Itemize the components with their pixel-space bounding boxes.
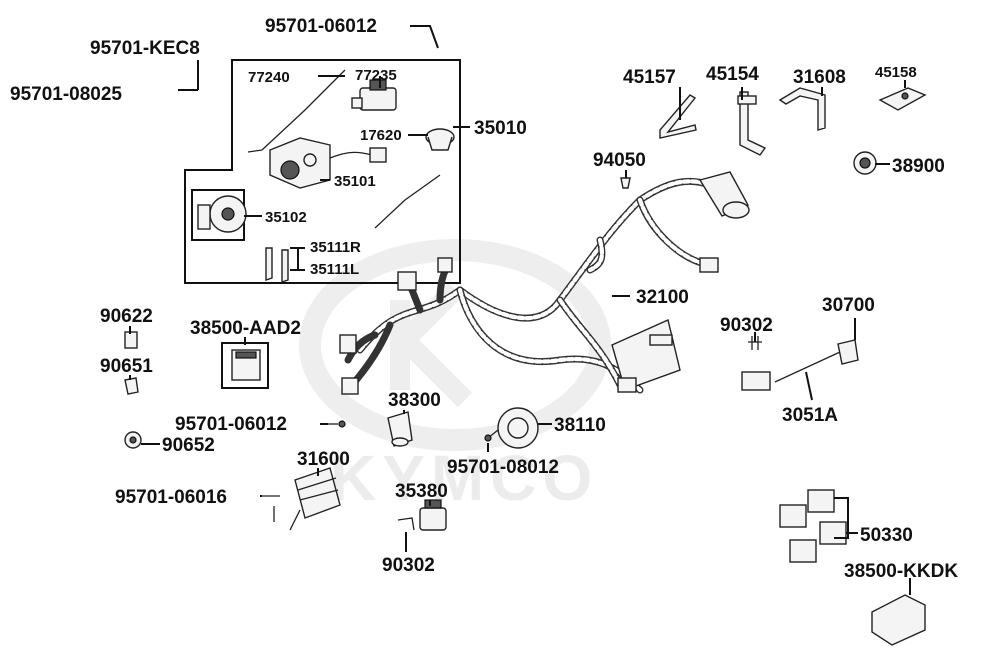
label-35010: 35010 [474, 118, 527, 139]
label-45158: 45158 [875, 64, 917, 81]
cap-17620 [425, 128, 455, 151]
label-38300: 38300 [388, 390, 441, 411]
label-35111r: 35111R [310, 239, 361, 256]
label-35101: 35101 [334, 173, 376, 190]
harness-connectors [339, 171, 750, 395]
label-95701-08012: 95701-08012 [447, 457, 559, 478]
watermark-text: KYMCO [330, 442, 598, 514]
bracket-45154 [737, 91, 767, 156]
bracket-45157 [659, 94, 697, 139]
cable-long [374, 174, 441, 229]
socket-38900 [853, 151, 877, 175]
label-35111l: 35111L [310, 261, 359, 278]
clip-90302-bottom [397, 517, 415, 531]
label-95701-08025: 95701-08025 [10, 84, 122, 105]
label-90302-right: 90302 [720, 315, 773, 336]
label-31608: 31608 [793, 67, 846, 88]
ecu-38500-kkdk [871, 594, 926, 646]
fuse-boxes-50330 [779, 489, 847, 563]
clip-90622 [124, 331, 138, 349]
label-38500-kkdk: 38500-KKDK [844, 561, 958, 582]
clip-45158 [878, 87, 927, 111]
label-77235: 77235 [355, 67, 397, 84]
horn-38110 [487, 407, 539, 449]
label-50330: 50330 [860, 525, 913, 546]
kymco-watermark: KYMCO [299, 239, 611, 514]
leader-lines [129, 25, 911, 595]
flasher-38300 [387, 411, 413, 447]
regulator-31600 [289, 467, 341, 531]
label-95701-kec8: 95701-KEC8 [90, 38, 200, 59]
main-switch-35101 [269, 137, 387, 189]
ignition-switch-group-frame [184, 59, 461, 284]
clip-90651 [124, 377, 139, 395]
bracket-31608 [778, 87, 826, 131]
cable-3051a [741, 339, 859, 391]
label-30700: 30700 [822, 295, 875, 316]
label-3051a: 3051A [782, 405, 838, 426]
label-35102: 35102 [265, 209, 307, 226]
label-38900: 38900 [892, 156, 945, 177]
relay-38500-aad2 [221, 342, 269, 389]
label-94050: 94050 [593, 150, 646, 171]
label-95701-06012-top: 95701-06012 [265, 16, 377, 37]
keys-35111 [265, 247, 289, 283]
label-90622: 90622 [100, 306, 153, 327]
starter-relay-35380 [419, 499, 447, 531]
label-77240: 77240 [248, 69, 290, 86]
label-95701-06012-mid: 95701-06012 [175, 414, 287, 435]
cable-77240 [247, 69, 346, 153]
seat-lock-35102 [191, 189, 247, 241]
label-17620: 17620 [360, 127, 402, 144]
clip-90652 [124, 431, 142, 449]
bolt-95701-06016 [262, 495, 280, 522]
label-32100: 32100 [636, 287, 689, 308]
label-90651: 90651 [100, 356, 153, 377]
bolt-95701-08012 [484, 434, 492, 442]
label-90302-bottom: 90302 [382, 555, 435, 576]
label-90652: 90652 [162, 435, 215, 456]
label-38500-aad2: 38500-AAD2 [190, 318, 301, 339]
label-45154: 45154 [706, 64, 759, 85]
actuator-77235 [351, 79, 397, 111]
label-38110: 38110 [554, 415, 606, 436]
label-95701-06016: 95701-06016 [115, 487, 227, 508]
label-31600: 31600 [297, 449, 350, 470]
bolt-95701-06012-mid [328, 420, 346, 428]
label-45157: 45157 [623, 67, 676, 88]
label-35380: 35380 [395, 481, 448, 502]
clip-94050 [620, 177, 631, 189]
